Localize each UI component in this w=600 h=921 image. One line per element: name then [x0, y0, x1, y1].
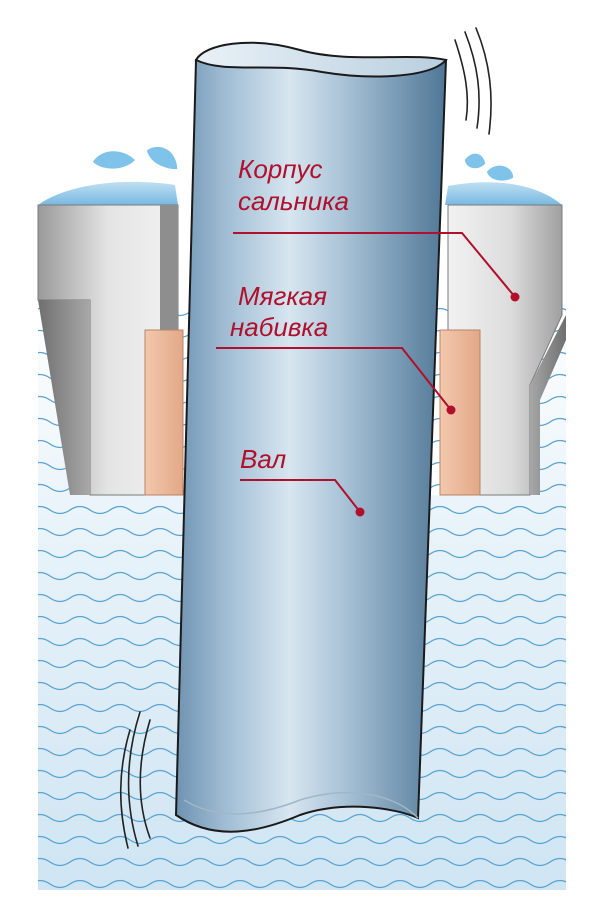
leader-housing-dot — [510, 292, 520, 302]
labels: Корпус сальника Мягкая набивка Вал — [230, 154, 349, 474]
leader-lines — [216, 232, 520, 517]
soft-packing-left — [144, 329, 184, 496]
wave-line-23 — [38, 813, 566, 823]
shaft — [174, 41, 448, 833]
vibration-lines-bottom — [119, 711, 151, 849]
leader-packing-dot — [446, 405, 456, 415]
leader-packing — [216, 347, 452, 411]
vibration-lines-top — [454, 27, 492, 135]
top-water-left — [38, 181, 178, 205]
soft-packing-right — [439, 329, 481, 496]
leader-shaft — [240, 479, 361, 513]
top-water-right — [445, 182, 562, 205]
label-housing-line2: сальника — [238, 186, 349, 216]
shaft-top-cap — [194, 41, 448, 78]
label-packing-line2: набивка — [230, 312, 328, 342]
wave-line-24 — [38, 835, 566, 845]
gland-housing-left — [37, 204, 179, 496]
label-housing-line1: Корпус — [238, 154, 323, 184]
label-packing-line1: Мягкая — [238, 281, 327, 311]
label-shaft: Вал — [240, 444, 287, 474]
water-droplets — [91, 145, 515, 183]
wave-line-25 — [38, 857, 566, 867]
wave-line-26 — [38, 879, 566, 889]
leader-housing — [233, 232, 516, 298]
leader-shaft-dot — [355, 507, 365, 517]
